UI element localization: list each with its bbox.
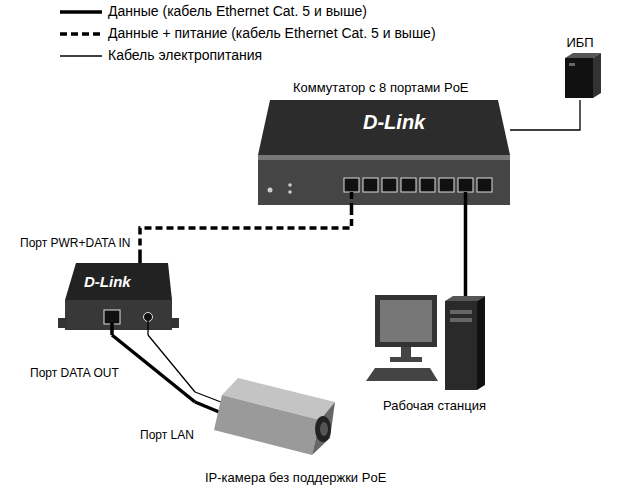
camera-lens [315,416,331,442]
camera-device: IP-камера без поддержки PoE [195,365,425,490]
port-label: Порт LAN [140,428,194,442]
cable-stub [147,320,148,335]
cable-connector [140,208,352,255]
device-label: Рабочая станция [383,398,486,414]
workstation-device: Рабочая станция [365,285,495,420]
monitor-base [390,357,422,362]
switch-port [401,178,416,192]
cable-connector [148,335,195,392]
switch-edge [258,155,510,160]
device-label: IP-камера без поддержки PoE [205,470,386,486]
cable-stub [350,192,354,208]
switch-port [420,178,435,192]
device-label: Коммутатор с 8 портами PoE [293,80,469,96]
monitor-stand [401,347,411,357]
injector-illustration [58,255,179,335]
legend-line-sample [60,55,102,56]
legend-swatch [60,47,102,65]
cable-stub [138,255,142,264]
ups-indicator [569,63,575,66]
switch-port [458,178,473,192]
switch-device: Коммутатор с 8 портами PoE D-Link [255,78,510,208]
ups-front [565,58,593,98]
injector-device: D-Link [60,255,175,335]
legend-text: Данные (кабель Ethernet Cat. 5 и выше) [108,3,367,20]
cable-stub [110,322,114,335]
keyboard [366,368,438,381]
switch-port [344,178,359,192]
camera-side [214,395,320,455]
legend-text: Данные + питание (кабель Ethernet Cat. 5… [108,25,436,42]
injector-top [65,263,172,300]
ups-device: ИБП [555,35,605,100]
switch-led [288,190,292,194]
data-out-port [104,310,120,324]
injector-flange [170,318,179,328]
ups-illustration [565,53,601,98]
tower-side [477,296,485,390]
switch-port [477,178,492,192]
switch-top [258,100,510,155]
workstation-illustration [366,285,485,390]
camera-front [312,402,335,455]
switch-port [382,178,397,192]
legend-line-sample [60,10,102,14]
legend-row: Данные + питание (кабель Ethernet Cat. 5… [60,25,600,43]
cable-stub [464,192,468,208]
cable-connector [464,208,468,285]
monitor-screen [380,300,432,342]
switch-port [439,178,454,192]
ups-side [593,53,601,98]
legend-swatch [60,3,102,21]
switch-front [258,160,510,205]
switch-illustration [258,100,510,208]
cable-connector [112,335,195,402]
tower-front [445,301,477,390]
legend-row: Данные (кабель Ethernet Cat. 5 и выше) [60,3,600,21]
legend-line-sample [60,32,102,36]
legend-text: Кабель электропитания [108,47,262,64]
brand-logo: D-Link [363,110,425,134]
switch-port [363,178,378,192]
cable-connector [510,100,580,130]
brand-logo: D-Link [84,273,131,291]
tower-drive [450,310,472,314]
tower-drive [450,318,472,322]
camera-lens-glass [320,422,328,436]
legend-swatch [60,25,102,43]
injector-flange [58,318,67,328]
device-label: ИБП [566,35,593,51]
port-label: Порт PWR+DATA IN [20,236,130,250]
injector-front [65,300,172,330]
port-label: Порт DATA OUT [30,366,119,380]
camera-illustration [195,378,335,455]
monitor-frame [375,295,437,347]
legend-row: Кабель электропитания [60,47,600,65]
switch-led [268,188,273,193]
switch-led [288,183,292,187]
